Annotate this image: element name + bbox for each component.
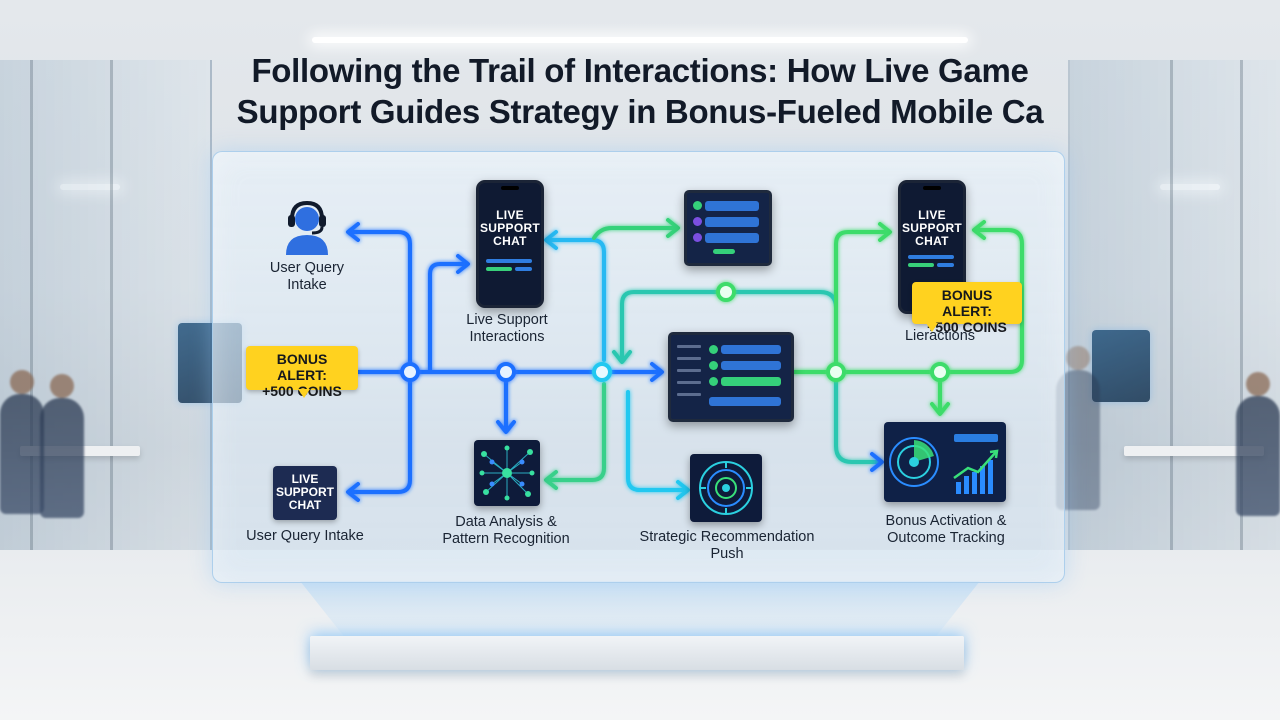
title-line-1: Following the Trail of Interactions: How… (251, 52, 1029, 89)
flow-line-right-loop (788, 228, 1024, 374)
office-worker (0, 370, 44, 514)
gauge-chart-icon (884, 422, 1006, 502)
arrowhead (972, 220, 986, 240)
arrowhead (456, 254, 470, 274)
node-label-live-support: Live Support Interactions (466, 312, 548, 345)
arrowhead (612, 350, 632, 364)
node-label-user-query-intake: User Query Intake (246, 528, 364, 544)
arrowhead (930, 402, 950, 416)
phone-screen-text: LIVE SUPPORT CHAT (901, 208, 963, 248)
arrowhead (878, 222, 892, 242)
headset-user-icon (286, 200, 328, 255)
bonus-alert-left: BONUS ALERT: +500 COINS (246, 346, 358, 399)
flow-line-to-strategy (626, 390, 688, 492)
arrowhead (346, 222, 360, 242)
junction-node (930, 362, 950, 382)
node-label-strategic-push: Strategic Recommendation Push (639, 529, 815, 562)
ceiling-light (1160, 184, 1220, 190)
live-support-chat-badge: LIVE SUPPORT CHAT (273, 466, 337, 520)
hologram-beam (300, 581, 980, 641)
arrowhead (346, 482, 360, 502)
node-label-bonus-activation: Bonus Activation & Outcome Tracking (885, 513, 1007, 546)
chat-tablet-center (668, 332, 794, 422)
junction-node (592, 362, 612, 382)
flow-line-to-phone (428, 262, 468, 374)
arrowhead (666, 218, 680, 238)
junction-node (400, 362, 420, 382)
network-graph-icon (474, 440, 540, 506)
ceiling-light (60, 184, 120, 190)
flow-line-cyan-top (546, 238, 606, 362)
flow-line-to-phone-right (834, 230, 890, 374)
title-line-2: Support Guides Strategy in Bonus-Fueled … (236, 93, 1044, 130)
office-worker (40, 374, 84, 518)
hologram-base (310, 636, 964, 670)
node-label-user-query: User Query Intake (269, 260, 345, 293)
ceiling-light (312, 37, 968, 43)
junction-node (716, 282, 736, 302)
arrowhead (650, 362, 664, 382)
page-title: Following the Trail of Interactions: How… (0, 50, 1280, 132)
phone-screen-text: LIVE SUPPORT CHAT (479, 208, 541, 248)
junction-node (496, 362, 516, 382)
flow-line-green-bottom (546, 382, 606, 482)
flow-line-to-tablet (592, 226, 678, 240)
wall-monitor (1092, 330, 1150, 402)
bonus-alert-right: BONUS ALERT: +500 COINS (912, 282, 1022, 335)
arrowhead (544, 470, 558, 490)
live-support-phone: LIVE SUPPORT CHAT (476, 180, 544, 308)
radar-dial-icon (690, 454, 762, 522)
office-worker (1236, 372, 1280, 516)
junction-node (826, 362, 846, 382)
arrowhead (676, 480, 690, 500)
glass-wall-left (0, 60, 212, 610)
flow-line-upper-loop (620, 290, 882, 464)
arrowhead (496, 420, 516, 434)
chat-tablet-small (684, 190, 772, 266)
node-label-data-analysis: Data Analysis & Pattern Recognition (442, 514, 570, 547)
arrowhead (544, 230, 558, 250)
node-label-lieractions: Lieractions (904, 328, 976, 344)
office-desk (1124, 446, 1264, 456)
arrowhead (870, 452, 884, 472)
